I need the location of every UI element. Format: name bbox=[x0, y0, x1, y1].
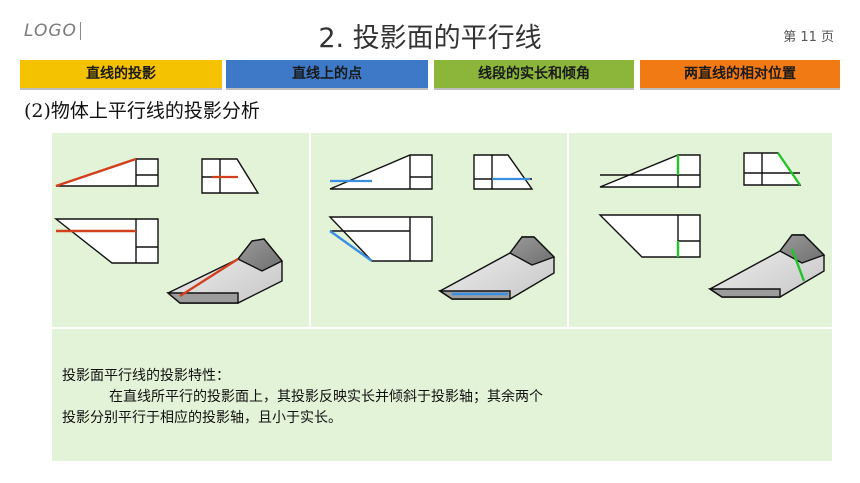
projection-caption: 投影面平行线的投影特性： 在直线所平行的投影面上，其投影反映实长并倾斜于投影轴；… bbox=[62, 366, 543, 429]
logo-divider bbox=[80, 22, 81, 40]
nav-tabs: 直线的投影 直线上的点 线段的实长和倾角 两直线的相对位置 bbox=[20, 60, 840, 88]
frontal-line-top bbox=[329, 230, 373, 262]
panel-frontal-line bbox=[328, 154, 556, 300]
caption-heading: 投影面平行线的投影特性： bbox=[62, 368, 230, 384]
page-title: 2. 投影面的平行线 bbox=[318, 23, 542, 54]
front-view bbox=[329, 154, 433, 190]
panel-profile-line bbox=[598, 152, 826, 298]
caption-line: 投影分别平行于相应的投影轴，且小于实长。 bbox=[62, 410, 342, 426]
horizontal-line-isometric bbox=[179, 257, 239, 298]
top-view bbox=[53, 218, 159, 264]
tab-line-projection[interactable]: 直线的投影 bbox=[20, 60, 222, 88]
page-number: 第 11 页 bbox=[783, 30, 834, 45]
projection-drawings bbox=[52, 133, 832, 329]
profile-line-side bbox=[777, 152, 801, 186]
caption-line: 在直线所平行的投影面上，其投影反映实长并倾斜于投影轴；其余两个 bbox=[109, 389, 543, 405]
section-title: (2)物体上平行线的投影分析 bbox=[24, 100, 260, 122]
front-view bbox=[599, 154, 701, 188]
panel-horizontal-line bbox=[53, 157, 284, 304]
profile-line-isometric bbox=[790, 248, 806, 282]
logo: LOGO bbox=[24, 21, 77, 41]
top-view bbox=[328, 216, 433, 262]
tab-true-length[interactable]: 线段的实长和倾角 bbox=[434, 60, 634, 88]
projection-figure: 投影面平行线的投影特性： 在直线所平行的投影面上，其投影反映实长并倾斜于投影轴；… bbox=[52, 133, 832, 461]
side-view bbox=[473, 154, 534, 190]
tab-point-on-line[interactable]: 直线上的点 bbox=[226, 60, 428, 88]
horizontal-line-front bbox=[55, 157, 137, 188]
tab-relative-position[interactable]: 两直线的相对位置 bbox=[640, 60, 840, 88]
top-view bbox=[598, 214, 701, 258]
side-view bbox=[743, 152, 802, 186]
